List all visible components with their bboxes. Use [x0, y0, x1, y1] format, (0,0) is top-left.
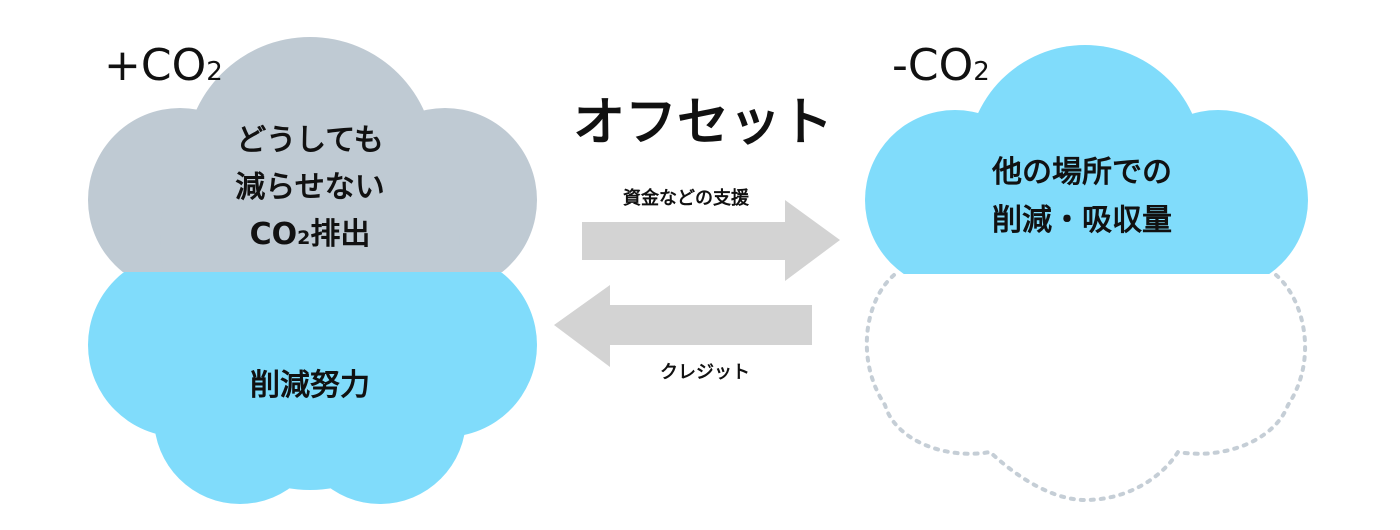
left-top-line2: 減らせない	[235, 170, 384, 205]
offset-title: オフセット	[573, 93, 833, 153]
left-top-line1: どうしても	[236, 123, 384, 158]
left-bottom-text: 削減努力	[250, 368, 370, 403]
right-top-cloud	[865, 45, 1308, 274]
right-bottom-dotted-outline	[864, 273, 1308, 503]
arrow-right	[582, 200, 840, 281]
arrow-left	[554, 285, 812, 367]
left-top-line3: CO2排出	[250, 217, 371, 252]
arrow-left-label: クレジット	[660, 362, 750, 383]
left-co2-label: +CO2	[104, 40, 223, 91]
left-bottom-cloud	[88, 272, 537, 504]
left-top-cloud	[88, 37, 537, 272]
right-top-line2: 削減・吸収量	[992, 203, 1172, 238]
right-top-line1: 他の場所での	[991, 155, 1172, 190]
arrow-right-label: 資金などの支援	[623, 187, 750, 209]
right-co2-label: -CO2	[892, 40, 990, 91]
